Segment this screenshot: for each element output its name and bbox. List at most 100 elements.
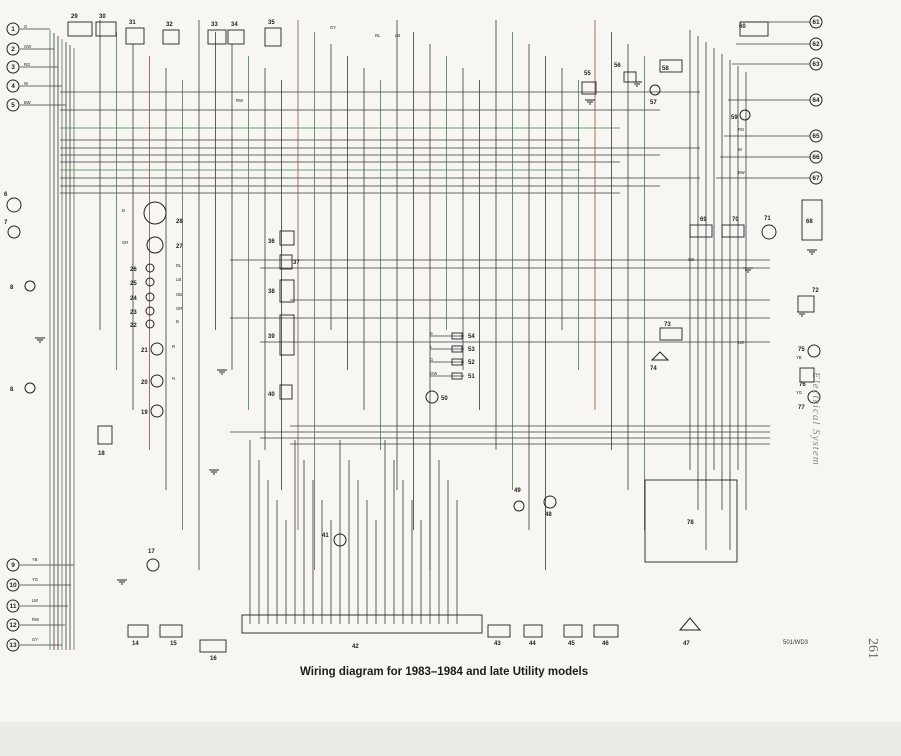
connection-point-number: 62 bbox=[812, 41, 820, 48]
component-number: 57 bbox=[650, 100, 657, 106]
component-symbol bbox=[24, 280, 36, 292]
component-number: 8 bbox=[10, 285, 14, 291]
component-number: 37 bbox=[293, 260, 300, 266]
component-number: 25 bbox=[130, 281, 137, 287]
connection-point-symbol bbox=[6, 98, 20, 112]
switch-symbol bbox=[451, 358, 463, 366]
connection-point-symbol bbox=[809, 171, 823, 185]
component-number: 54 bbox=[468, 334, 475, 340]
connector-block bbox=[159, 624, 183, 638]
component-symbol bbox=[150, 342, 164, 356]
connection-point-symbol bbox=[809, 150, 823, 164]
connection-point-symbol bbox=[809, 57, 823, 71]
component-symbol bbox=[761, 224, 777, 240]
wire-colour-code: RG bbox=[738, 127, 744, 132]
connector-block bbox=[241, 614, 483, 634]
component-symbol bbox=[739, 109, 751, 121]
connector-block bbox=[581, 81, 597, 95]
wire-colour-code: N bbox=[172, 376, 175, 381]
wire-colour-code: LB bbox=[176, 277, 181, 282]
wire-colour-code: YG bbox=[796, 390, 802, 395]
component-number: 71 bbox=[764, 216, 771, 222]
connector-block bbox=[199, 639, 227, 653]
component-symbol bbox=[6, 197, 22, 213]
connector-block bbox=[659, 327, 683, 341]
wire-colour-code: LB bbox=[395, 33, 400, 38]
component-number: 73 bbox=[664, 322, 671, 328]
wire-colour-code: RW bbox=[32, 617, 39, 622]
component-number: 21 bbox=[141, 348, 148, 354]
connector-block bbox=[739, 21, 769, 37]
connection-point-number: 61 bbox=[812, 19, 820, 26]
component-number: 70 bbox=[732, 217, 739, 223]
wire-colour-code: GW bbox=[430, 371, 437, 376]
component-symbol bbox=[146, 558, 160, 572]
wire-colour-code: LW bbox=[32, 598, 38, 603]
connection-point-symbol bbox=[6, 558, 20, 572]
connection-point-number: 5 bbox=[11, 102, 15, 109]
wire-colour-code: GY bbox=[32, 637, 38, 642]
connector-block bbox=[659, 59, 683, 73]
connector-block bbox=[623, 71, 637, 83]
wire-colour-code: G bbox=[430, 357, 433, 362]
connector-block bbox=[279, 384, 293, 400]
component-number: 14 bbox=[132, 641, 139, 647]
wire-colour-code: GB bbox=[176, 292, 182, 297]
component-number: 8 bbox=[10, 387, 14, 393]
connector-block bbox=[67, 21, 93, 37]
wire-colour-code: RL bbox=[176, 263, 182, 268]
component-number: 49 bbox=[514, 488, 521, 494]
earth-symbol bbox=[797, 311, 807, 317]
connection-point-number: 11 bbox=[10, 603, 17, 610]
component-number: 51 bbox=[468, 374, 475, 380]
connection-point-number: 66 bbox=[812, 154, 820, 161]
component-number: 52 bbox=[468, 360, 475, 366]
component-symbol bbox=[146, 236, 164, 254]
wire-colour-code: GR bbox=[176, 306, 182, 311]
component-number: 7 bbox=[4, 220, 8, 226]
component-number: 19 bbox=[141, 410, 148, 416]
connector-block bbox=[125, 27, 145, 45]
component-number: 28 bbox=[176, 219, 183, 225]
earth-symbol bbox=[209, 469, 219, 475]
component-number: 76 bbox=[799, 382, 806, 388]
component-symbol bbox=[145, 319, 155, 329]
connection-point-number: 9 bbox=[11, 562, 15, 569]
component-number: 75 bbox=[798, 347, 805, 353]
component-number: 24 bbox=[130, 296, 137, 302]
connector-block bbox=[487, 624, 511, 638]
connection-point-number: 12 bbox=[9, 622, 17, 629]
connector-block bbox=[644, 479, 738, 563]
wire-colour-code: YB bbox=[32, 557, 38, 562]
wire-colour-code: W bbox=[738, 147, 742, 152]
earth-symbol bbox=[35, 337, 45, 343]
component-number: 36 bbox=[268, 239, 275, 245]
connector-block bbox=[227, 29, 245, 45]
component-number: 38 bbox=[268, 289, 275, 295]
wire-colour-code: B bbox=[122, 208, 125, 213]
component-number: 60 bbox=[739, 24, 746, 30]
component-number: 45 bbox=[568, 641, 575, 647]
wire-colour-code: GW bbox=[24, 44, 31, 49]
component-number: 15 bbox=[170, 641, 177, 647]
component-symbol bbox=[807, 344, 821, 358]
wire-colour-code: YG bbox=[32, 577, 38, 582]
connector-block bbox=[279, 314, 295, 356]
switch-symbol bbox=[451, 345, 463, 353]
component-number: 74 bbox=[650, 366, 657, 372]
diode-symbol bbox=[650, 351, 670, 361]
wire-colour-code: GB bbox=[688, 257, 694, 262]
connector-block bbox=[689, 224, 713, 238]
component-number: 69 bbox=[700, 217, 707, 223]
wire-colour-code: B bbox=[176, 319, 179, 324]
component-number: 41 bbox=[322, 533, 329, 539]
connection-point-symbol bbox=[809, 15, 823, 29]
component-number: 48 bbox=[545, 512, 552, 518]
wire-colour-code: BW bbox=[738, 170, 745, 175]
connection-point-number: 65 bbox=[812, 133, 820, 140]
component-symbol bbox=[649, 84, 661, 96]
component-symbol bbox=[143, 201, 167, 225]
component-symbol bbox=[145, 292, 155, 302]
